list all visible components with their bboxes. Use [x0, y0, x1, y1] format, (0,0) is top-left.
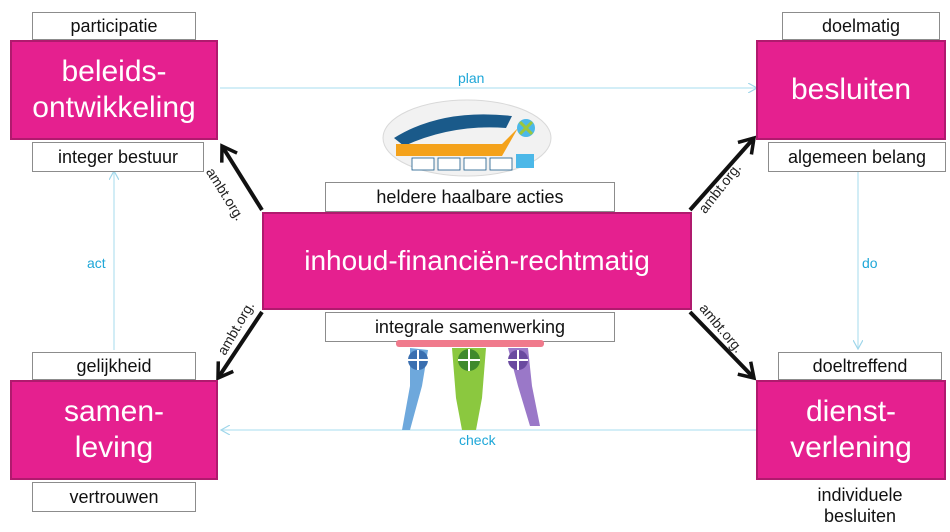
cycle-infographic-illustration	[382, 99, 552, 177]
arrow-to-bottom-right	[688, 310, 757, 381]
check-label: check	[456, 432, 499, 448]
plan-label: plan	[455, 70, 488, 86]
act-label: act	[84, 255, 109, 271]
doelmatig-label: doelmatig	[782, 12, 940, 40]
do-label: do	[859, 255, 881, 271]
heldere-haalbare-acties-label: heldere haalbare acties	[325, 182, 615, 212]
center-box: inhoud-financiën-rechtmatig	[262, 212, 692, 310]
arrow-to-top-right	[688, 135, 757, 212]
integrale-samenwerking-label: integrale samenwerking	[325, 312, 615, 342]
participatie-label: participatie	[32, 12, 196, 40]
dienstverlening-box: dienst- verlening	[756, 380, 946, 480]
individuele-besluiten-label: individuele besluiten	[778, 482, 942, 530]
samenleving-box: samen- leving	[10, 380, 218, 480]
gelijkheid-label: gelijkheid	[32, 352, 196, 380]
doeltreffend-label: doeltreffend	[778, 352, 942, 380]
arrow-to-bottom-left	[216, 310, 264, 381]
algemeen-belang-label: algemeen belang	[768, 142, 946, 172]
vertrouwen-label: vertrouwen	[32, 482, 196, 512]
integer-bestuur-label: integer bestuur	[32, 142, 204, 172]
besluiten-box: besluiten	[756, 40, 946, 140]
beleidsontwikkeling-text: beleids- ontwikkeling	[32, 55, 196, 124]
arrow-to-top-left	[220, 143, 264, 212]
besluiten-text: besluiten	[790, 73, 912, 106]
dienstverlening-text: dienst- verlening	[790, 395, 912, 464]
samenleving-text: samen- leving	[63, 395, 165, 464]
collaborating-figures-illustration	[396, 340, 544, 430]
center-text: inhoud-financiën-rechtmatig	[304, 245, 650, 277]
beleidsontwikkeling-box: beleids- ontwikkeling	[10, 40, 218, 140]
